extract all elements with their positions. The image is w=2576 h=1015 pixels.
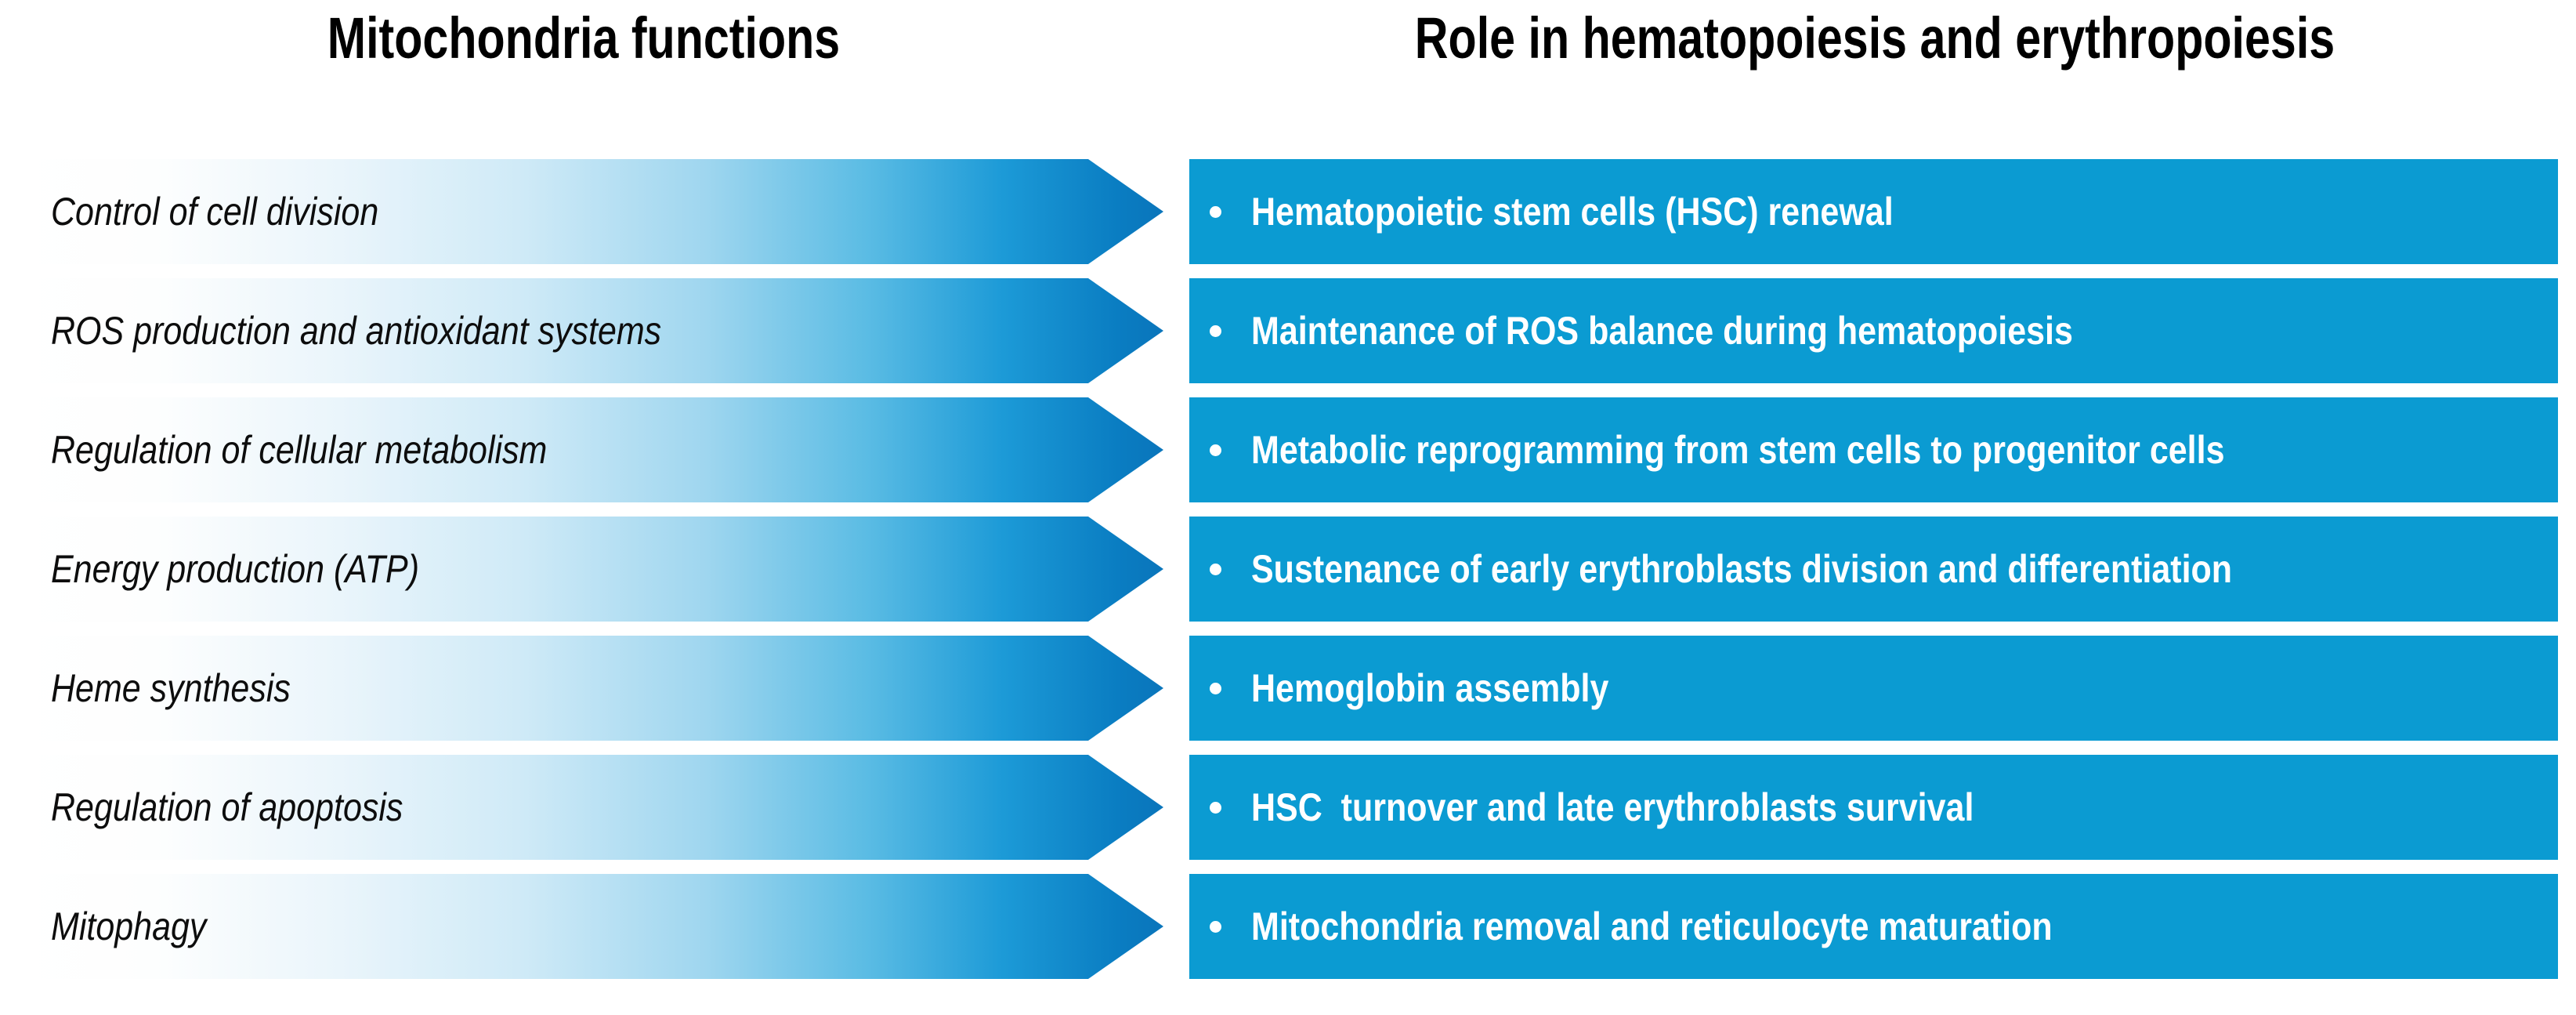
arrow-label: Regulation of cellular metabolism [51, 428, 548, 472]
role-label: Hemoglobin assembly [1251, 666, 1609, 710]
arrow-chevron-icon [20, 636, 1163, 741]
role-box: Hematopoietic stem cells (HSC) renewal [1189, 159, 2558, 264]
arrow-label: Energy production (ATP) [51, 547, 420, 591]
arrow-row: Heme synthesis [20, 636, 1163, 741]
arrow-label: Control of cell division [51, 190, 379, 234]
arrow-chevron-icon [20, 278, 1163, 383]
role-label: HSC turnover and late erythroblasts surv… [1251, 785, 1974, 829]
arrow-row: Mitophagy [20, 874, 1163, 979]
bullet-dot-icon [1210, 205, 1221, 218]
bullet-dot-icon [1210, 444, 1221, 456]
arrow-row: Regulation of cellular metabolism [20, 397, 1163, 502]
arrow-label: Heme synthesis [51, 666, 291, 710]
arrow-chevron-icon [20, 517, 1163, 622]
role-box: Mitochondria removal and reticulocyte ma… [1189, 874, 2558, 979]
arrow-label: ROS production and antioxidant systems [51, 309, 662, 353]
role-label: Mitochondria removal and reticulocyte ma… [1251, 904, 2053, 948]
arrow-chevron-icon [20, 755, 1163, 860]
arrow-row: ROS production and antioxidant systems [20, 278, 1163, 383]
role-label: Maintenance of ROS balance during hemato… [1251, 309, 2073, 353]
page-title-role-in-hematopoiesis: Role in hematopoiesis and erythropoiesis [1414, 5, 2335, 71]
bullet-dot-icon [1210, 801, 1221, 814]
role-box: Metabolic reprogramming from stem cells … [1189, 397, 2558, 502]
role-box: HSC turnover and late erythroblasts surv… [1189, 755, 2558, 860]
arrow-chevron-icon [20, 397, 1163, 502]
bullet-dot-icon [1210, 682, 1221, 694]
page-title-mitochondria-functions: Mitochondria functions [327, 5, 841, 71]
arrow-row: Regulation of apoptosis [20, 755, 1163, 860]
bullet-dot-icon [1210, 324, 1221, 337]
arrow-label: Regulation of apoptosis [51, 785, 403, 829]
arrow-label: Mitophagy [51, 904, 207, 948]
role-box: Hemoglobin assembly [1189, 636, 2558, 741]
arrow-chevron-icon [20, 159, 1163, 264]
bullet-dot-icon [1210, 920, 1221, 933]
arrow-chevron-icon [20, 874, 1163, 979]
role-label: Sustenance of early erythroblasts divisi… [1251, 547, 2233, 591]
role-box: Maintenance of ROS balance during hemato… [1189, 278, 2558, 383]
role-label: Hematopoietic stem cells (HSC) renewal [1251, 190, 1894, 234]
arrow-row: Control of cell division [20, 159, 1163, 264]
bullet-dot-icon [1210, 563, 1221, 575]
arrow-row: Energy production (ATP) [20, 517, 1163, 622]
role-box: Sustenance of early erythroblasts divisi… [1189, 517, 2558, 622]
role-label: Metabolic reprogramming from stem cells … [1251, 428, 2225, 472]
